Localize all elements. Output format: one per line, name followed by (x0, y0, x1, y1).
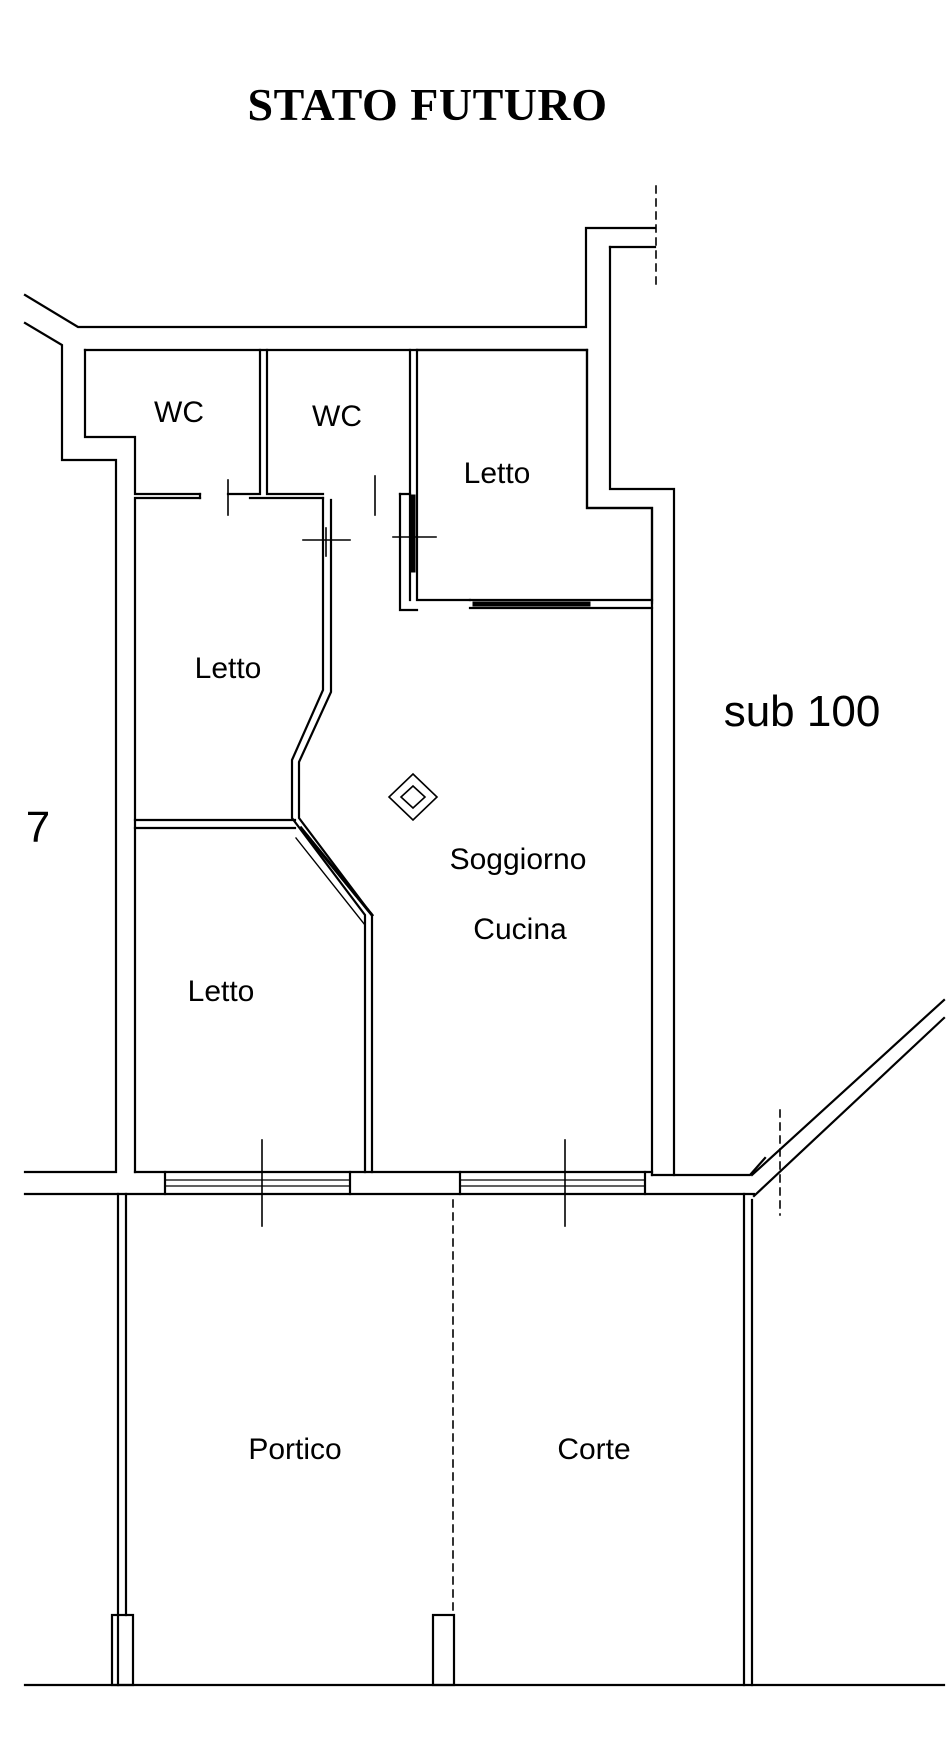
stove-symbol-icon (387, 772, 439, 822)
corridor-partitions (290, 492, 419, 1174)
letto-top-right-walls (415, 348, 654, 610)
room-label-letto-middle: Letto (194, 652, 262, 685)
room-label-corte: Corte (557, 1433, 631, 1466)
room-label-wc-2: WC (312, 400, 362, 433)
room-label-portico: Portico (248, 1433, 342, 1466)
plan-title: STATO FUTURO (247, 79, 608, 130)
room-label-letto-bottom: Letto (187, 975, 255, 1008)
door-marks (302, 514, 437, 561)
neighbor-label-sub-100: sub 100 (723, 687, 881, 736)
property-lines (452, 185, 781, 1611)
neighbor-label-7: 7 (25, 803, 51, 852)
room-label-letto-top-right: Letto (463, 457, 531, 490)
room-label-wc-1: WC (154, 396, 204, 429)
room-label-soggiorno: Soggiorno (449, 843, 587, 876)
left-rooms-walls (133, 496, 325, 1174)
room-label-cucina: Cucina (473, 913, 567, 946)
north-wall (23, 226, 657, 1174)
portico-corte-outline (23, 1192, 946, 1687)
south-wall (23, 1139, 756, 1227)
wc-1-walls (83, 348, 262, 516)
